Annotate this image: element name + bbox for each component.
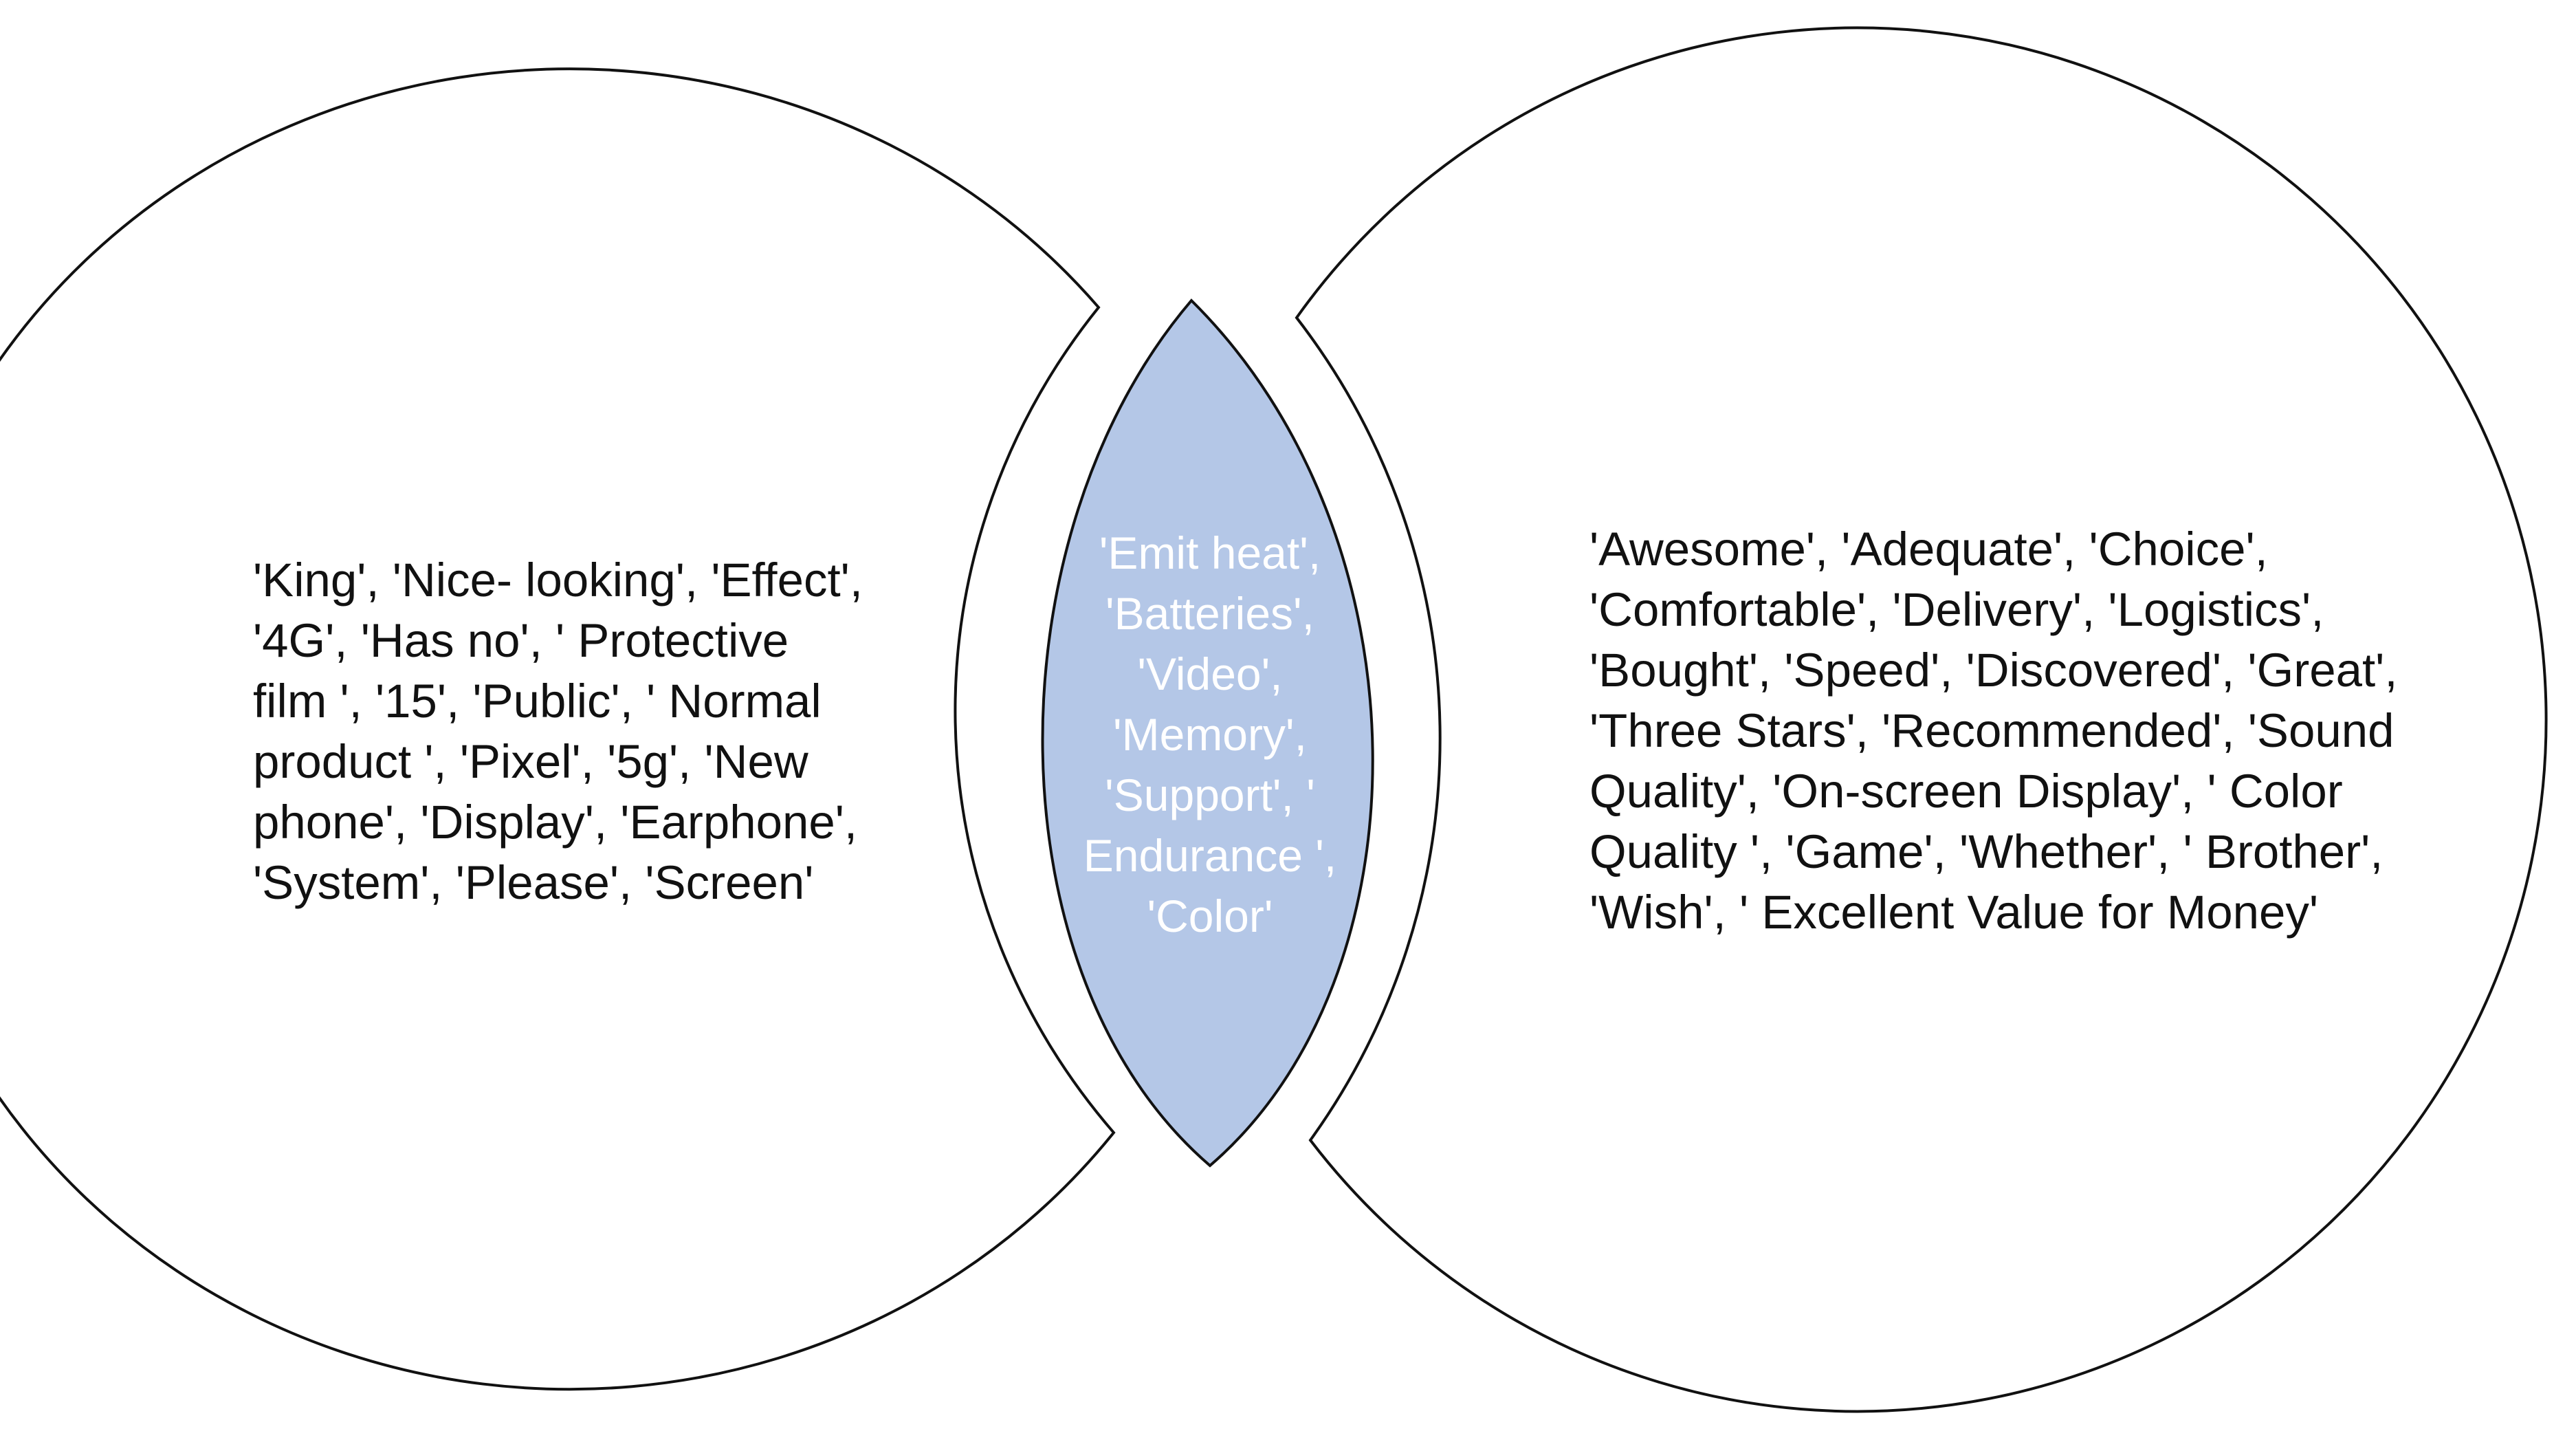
intersection-line: 'Video', [1137, 648, 1283, 699]
intersection-line: 'Support', ' [1105, 770, 1315, 820]
right-set-line: 'Wish', ' Excellent Value for Money' [1589, 886, 2318, 939]
left-set-line: film ', '15', 'Public', ' Normal [253, 675, 822, 728]
left-set-line: product ', 'Pixel', '5g', 'New [253, 735, 808, 788]
right-set-shape [1295, 26, 2548, 1413]
intersection-line: Endurance ', [1083, 830, 1337, 881]
left-set-shape [0, 67, 1116, 1391]
intersection-terms: 'Emit heat', 'Batteries', 'Video', 'Memo… [1031, 523, 1389, 946]
left-set-line: 'King', 'Nice- looking', 'Effect', [253, 554, 863, 607]
left-set-line: phone', 'Display', 'Earphone', [253, 796, 858, 849]
right-set-line: Quality', 'On-screen Display', ' Color [1589, 765, 2343, 818]
right-set-line: 'Awesome', 'Adequate', 'Choice', [1589, 523, 2268, 576]
intersection-shape [1041, 298, 1374, 1168]
intersection-line: 'Emit heat', [1099, 527, 1321, 578]
left-set-terms: 'King', 'Nice- looking', 'Effect', '4G',… [253, 550, 927, 913]
right-set-line: 'Comfortable', 'Delivery', 'Logistics', [1589, 583, 2324, 636]
intersection-line: 'Batteries', [1105, 588, 1314, 639]
right-set-terms: 'Awesome', 'Adequate', 'Choice', 'Comfor… [1589, 519, 2442, 943]
left-set-line: 'System', 'Please', 'Screen' [253, 856, 814, 909]
right-set-line: Quality ', 'Game', 'Whether', ' Brother'… [1589, 825, 2384, 878]
intersection-line: 'Color' [1147, 891, 1273, 941]
intersection-line: 'Memory', [1113, 709, 1307, 760]
right-set-line: 'Three Stars', 'Recommended', 'Sound [1589, 704, 2395, 757]
right-set-line: 'Bought', 'Speed', 'Discovered', 'Great'… [1589, 644, 2398, 697]
left-set-line: '4G', 'Has no', ' Protective [253, 614, 789, 667]
